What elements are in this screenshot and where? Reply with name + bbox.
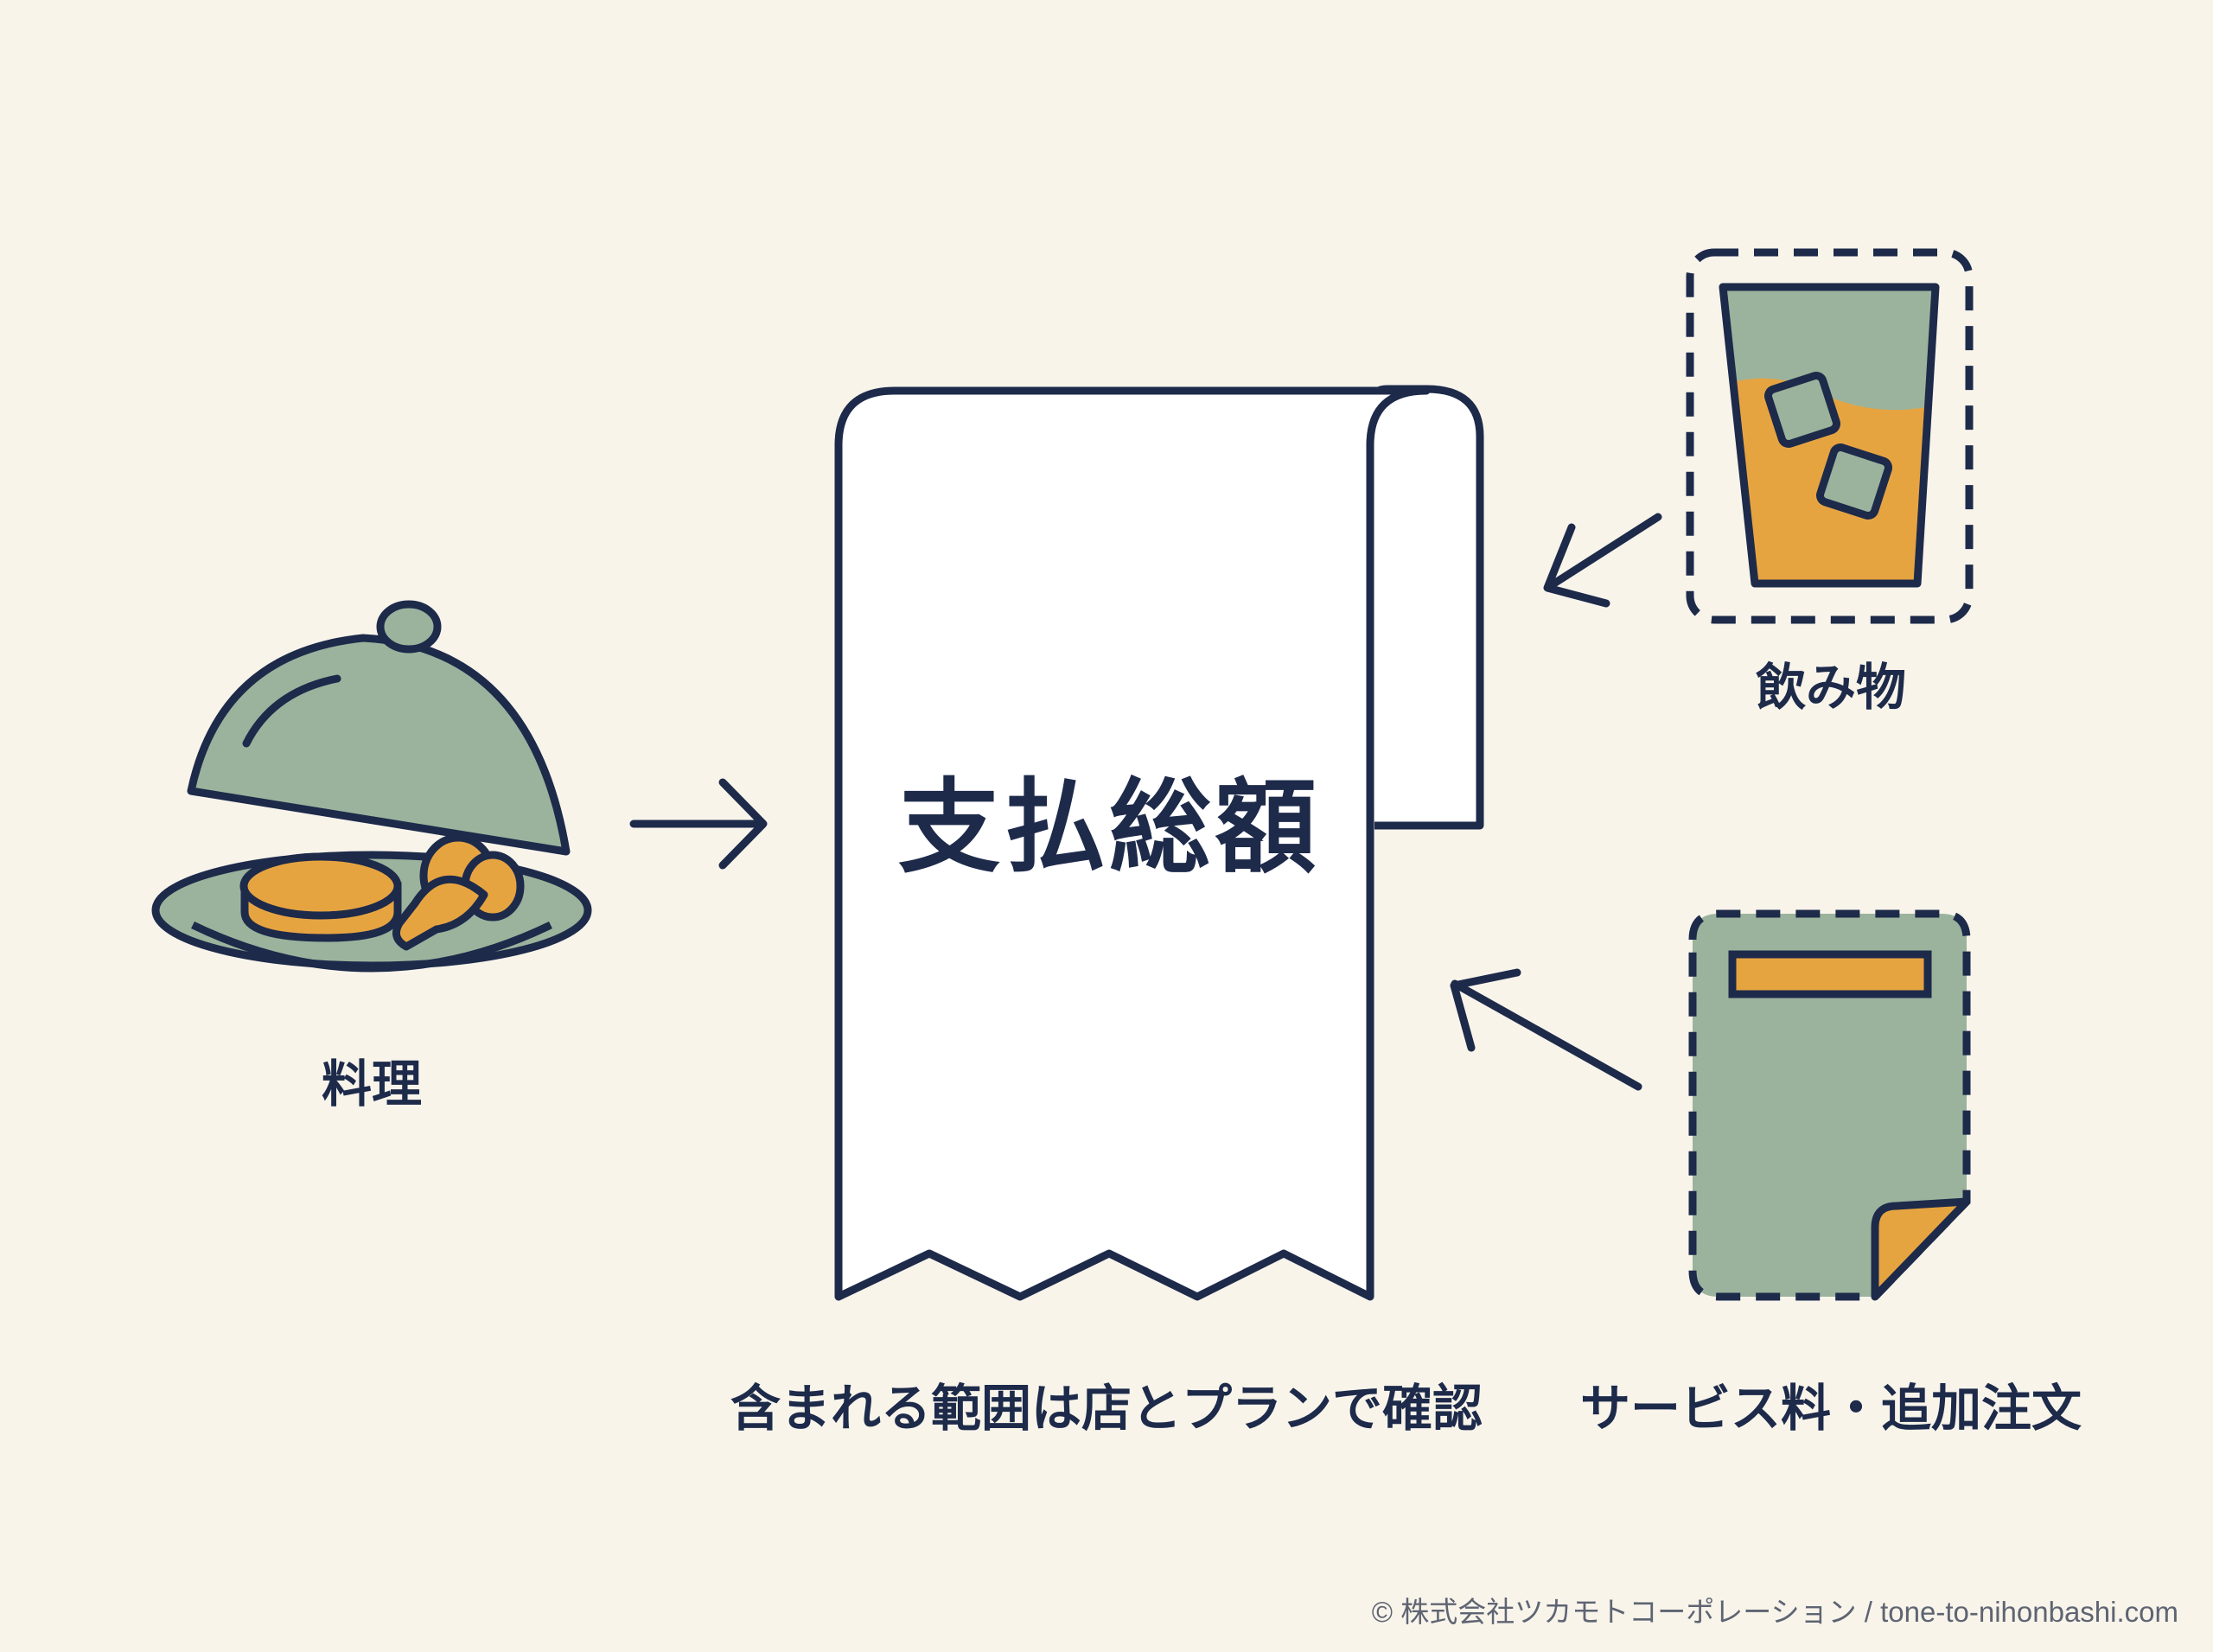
coverage-note: 含まれる範囲は店とプランで確認 — [730, 1379, 1483, 1438]
drink-arrow — [1543, 513, 1662, 608]
receipt-icon — [834, 385, 1484, 1301]
food-label: 料理 — [321, 1055, 423, 1113]
copyright-footer: © 株式会社ツカモトコーポレーション / tone-to-nihonbashi.… — [1371, 1596, 2178, 1628]
food-arrow — [629, 778, 768, 870]
service-arrow — [1450, 968, 1642, 1091]
iced-drink-glass-icon — [1686, 248, 1974, 624]
cloche-dish-icon — [151, 600, 592, 973]
service-fee-label: サービス料・追加注文 — [1579, 1379, 2082, 1438]
document-icon — [1688, 909, 1971, 1301]
drinks-label: 飲み物 — [1755, 658, 1907, 717]
total-payment-title: 支払総額 — [897, 768, 1321, 887]
